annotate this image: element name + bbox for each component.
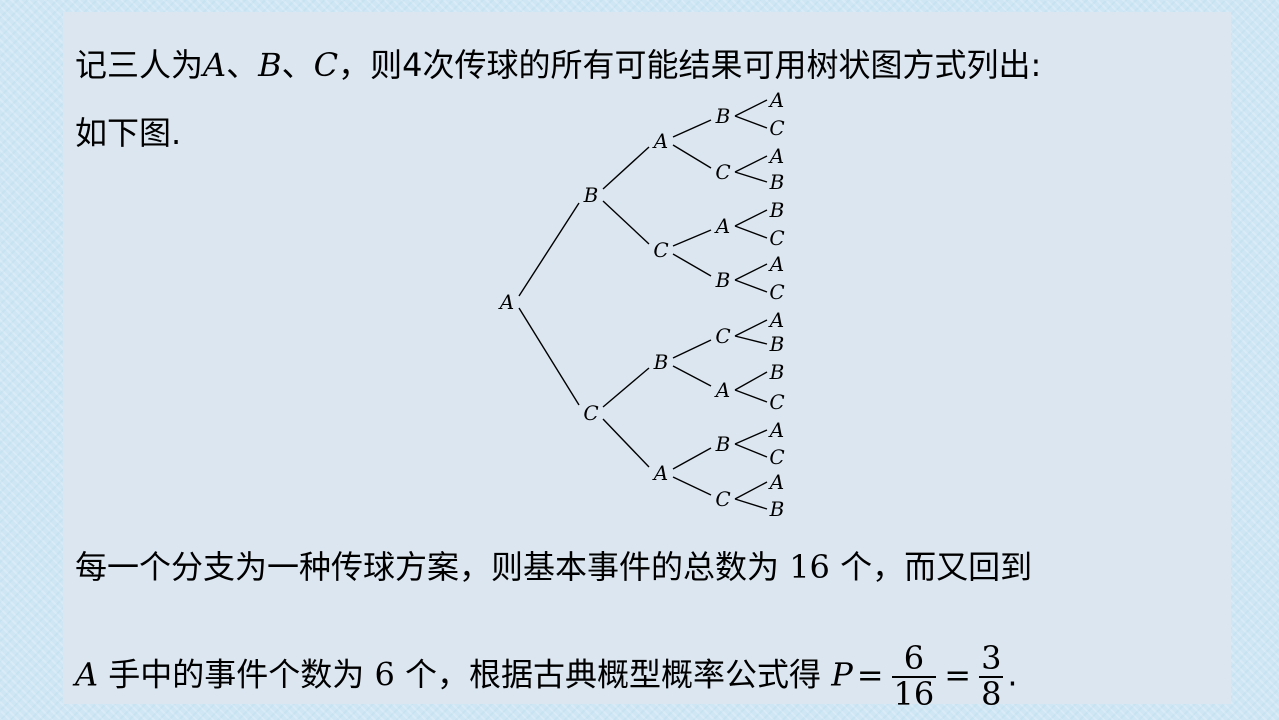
- tree-branch: [602, 418, 650, 468]
- tree-branch: [734, 481, 768, 500]
- tree-leaf-label: A: [768, 308, 784, 332]
- tree-node-label: B: [715, 268, 731, 292]
- tree-leaf-label: A: [768, 418, 784, 442]
- fraction-denominator: 16: [893, 674, 935, 713]
- tree-branch: [602, 200, 650, 245]
- tree-branch: [734, 225, 768, 239]
- tree-node-label: B: [715, 104, 731, 128]
- tree-node-label: C: [715, 160, 730, 184]
- tree-branch: [734, 335, 768, 345]
- tree-node-label: A: [714, 378, 730, 402]
- tree-node-label: B: [653, 350, 669, 374]
- tree-leaf-label: A: [768, 144, 784, 168]
- total-prefix: 每一个分支为一种传球方案，则基本事件的总数为: [75, 548, 790, 586]
- tree-leaf-label: A: [768, 252, 784, 276]
- tree-node-label: C: [583, 401, 598, 425]
- tree-leaf-label: B: [769, 497, 785, 521]
- tree-branch: [518, 202, 580, 297]
- tree-node-label: B: [583, 183, 599, 207]
- tree-branch: [672, 253, 712, 277]
- tree-node-label: C: [715, 487, 730, 511]
- tree-branch: [734, 209, 768, 227]
- tree-branch: [734, 371, 768, 391]
- tree-branch: [734, 498, 768, 510]
- intro-line: 记三人为A、B、C，则4次传球的所有可能结果可用树状图方式列出:: [75, 40, 1041, 86]
- tree-branch: [602, 367, 650, 408]
- tree-branch: [672, 339, 712, 359]
- tree-leaf-label: B: [769, 198, 785, 222]
- tree-leaf-label: B: [769, 332, 785, 356]
- tree-node-label: A: [652, 461, 668, 485]
- probability-text: 手中的事件个数为: [98, 655, 375, 694]
- fraction-numerator: 6: [891, 641, 937, 678]
- total-count: 16: [789, 548, 830, 586]
- equals-sign: =: [944, 655, 972, 694]
- person-a: A: [75, 655, 99, 694]
- tree-root-label: A: [498, 290, 514, 314]
- tree-branch: [734, 429, 768, 445]
- tree-leaf-label: C: [769, 226, 784, 250]
- tree-branch: [734, 115, 768, 129]
- probability-symbol: P: [831, 655, 853, 694]
- tree-branch: [672, 447, 712, 470]
- total-events-line: 每一个分支为一种传球方案，则基本事件的总数为 16 个，而又回到: [75, 542, 1032, 588]
- favorable-count: 6: [374, 655, 395, 694]
- tree-leaf-label: B: [769, 170, 785, 194]
- intro-suffix: ，则4次传球的所有可能结果可用树状图方式列出:: [338, 46, 1042, 84]
- tree-leaf-label: C: [769, 390, 784, 414]
- tree-leaf-label: C: [769, 445, 784, 469]
- tree-branch: [734, 263, 768, 281]
- tree-node-label: A: [652, 129, 668, 153]
- tree-leaf-label: A: [768, 470, 784, 494]
- tree-branch: [734, 155, 768, 173]
- probability-text: 个，根据古典概型概率公式得: [394, 655, 832, 694]
- tree-branch: [734, 389, 768, 403]
- person-b: B: [258, 46, 282, 84]
- tree-branch: [602, 146, 650, 190]
- tree-branch: [518, 307, 580, 406]
- figure-caption: 如下图.: [75, 114, 182, 152]
- tree-node-label: C: [715, 324, 730, 348]
- tree-branch: [672, 119, 712, 138]
- total-suffix: 个，而又回到: [829, 548, 1033, 586]
- tree-branch: [672, 144, 712, 169]
- tree-branch: [734, 319, 768, 337]
- tree-leaf-label: C: [769, 280, 784, 304]
- tree-branch: [672, 365, 712, 387]
- separator: 、: [281, 46, 314, 84]
- tree-branch: [672, 229, 712, 247]
- tree-node-label: B: [715, 432, 731, 456]
- separator: 、: [226, 46, 259, 84]
- tree-branch: [734, 279, 768, 293]
- tree-leaf-label: A: [768, 88, 784, 112]
- person-c: C: [313, 46, 339, 84]
- tree-branch: [734, 443, 768, 458]
- tree-branch: [734, 99, 768, 117]
- tree-branch: [734, 171, 768, 183]
- fraction-numerator: 3: [979, 639, 1004, 678]
- intro-prefix: 记三人为: [75, 46, 204, 84]
- tree-node-label: C: [653, 238, 668, 262]
- person-a: A: [203, 46, 227, 84]
- period: .: [1007, 655, 1018, 694]
- fraction-denominator: 8: [981, 674, 1002, 713]
- tree-branch: [672, 476, 712, 496]
- tree-leaf-label: C: [769, 116, 784, 140]
- equals-sign: =: [856, 655, 884, 694]
- tree-leaf-label: B: [769, 360, 785, 384]
- tree-node-label: A: [714, 214, 730, 238]
